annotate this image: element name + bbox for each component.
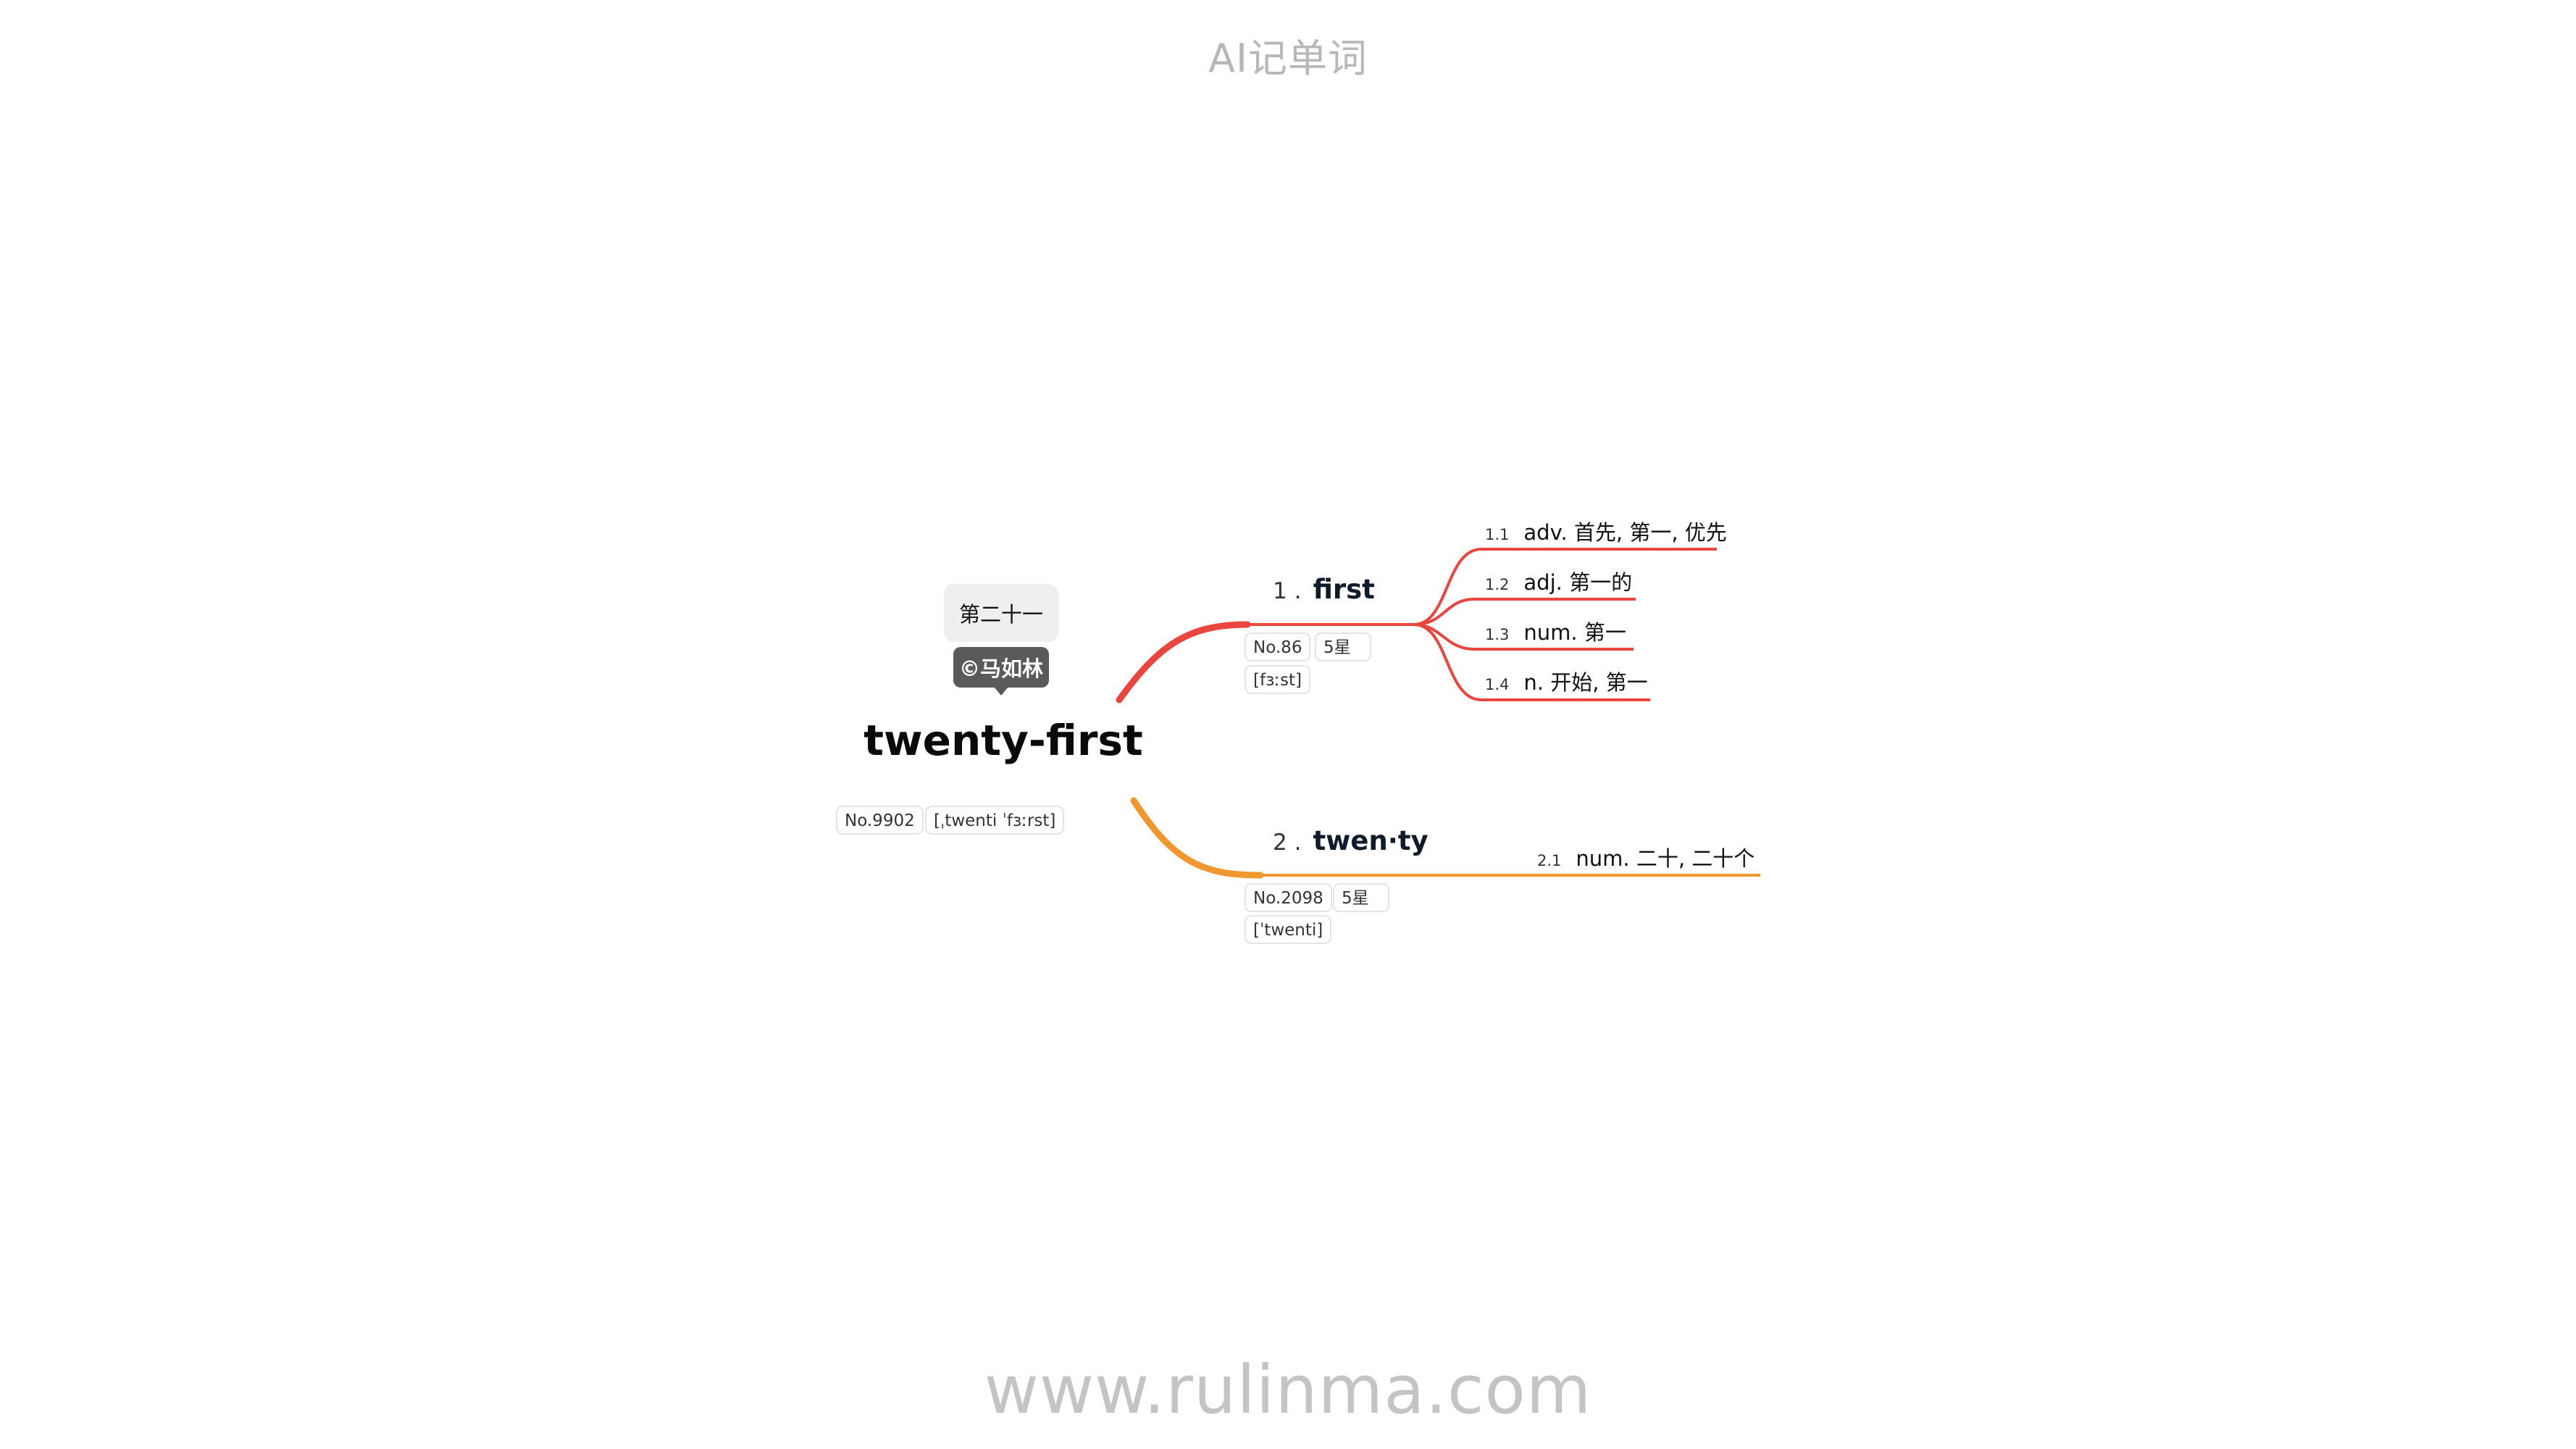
twenty-stars-tag: 5星: [1333, 883, 1389, 912]
branch-word: twen·ty: [1313, 825, 1429, 856]
root-callout: 第二十一: [944, 584, 1058, 642]
branch-twenty[interactable]: 2 . twen·ty: [1273, 825, 1429, 856]
app-title: AI记单词: [1208, 36, 1368, 81]
connector-first-to-1-1: [1413, 548, 1717, 626]
branch-first[interactable]: 1 . first: [1273, 574, 1375, 605]
branch-index: 2 .: [1273, 830, 1302, 856]
sense-2-1[interactable]: 2.1 num. 二十, 二十个: [1537, 842, 1755, 872]
copyright-label: ©马如林: [953, 647, 1049, 688]
sense-text: n. 开始, 第一: [1523, 670, 1648, 695]
connector-root-to-first: [1116, 621, 1251, 703]
first-stars-tag: 5星: [1315, 632, 1371, 661]
root-phonetic-tag: [ˌtwenti ˈfɜːrst]: [925, 806, 1065, 835]
sense-text: adj. 第一的: [1523, 570, 1633, 595]
site-watermark: www.rulinma.com: [984, 1351, 1592, 1429]
first-number-tag: No.86: [1245, 632, 1311, 661]
sense-index: 1.3: [1485, 626, 1510, 643]
connector-root-to-twenty: [1130, 797, 1264, 879]
root-number-tag: No.9902: [836, 806, 924, 835]
sense-index: 1.2: [1485, 576, 1510, 593]
sense-text: num. 二十, 二十个: [1576, 846, 1755, 871]
twenty-phonetic-tag: [ˈtwenti]: [1245, 915, 1332, 944]
copyright-pointer: [994, 687, 1008, 696]
connector-first-to-1-2: [1413, 598, 1636, 626]
sense-1-1[interactable]: 1.1 adv. 首先, 第一, 优先: [1485, 516, 1727, 546]
sense-index: 1.1: [1485, 526, 1510, 543]
sense-index: 2.1: [1537, 852, 1562, 869]
branch-word: first: [1313, 574, 1375, 605]
branch-index: 1 .: [1273, 578, 1302, 604]
sense-1-4[interactable]: 1.4 n. 开始, 第一: [1485, 666, 1648, 696]
twenty-number-tag: No.2098: [1245, 883, 1332, 912]
sense-1-3[interactable]: 1.3 num. 第一: [1485, 616, 1626, 646]
root-word[interactable]: twenty-first: [863, 716, 1143, 765]
sense-index: 1.4: [1485, 676, 1510, 693]
sense-text: adv. 首先, 第一, 优先: [1523, 520, 1727, 545]
sense-1-2[interactable]: 1.2 adj. 第一的: [1485, 566, 1632, 596]
first-phonetic-tag: [fɜːst]: [1245, 665, 1311, 694]
sense-text: num. 第一: [1523, 620, 1626, 645]
connector-first-to-1-4: [1413, 623, 1650, 701]
